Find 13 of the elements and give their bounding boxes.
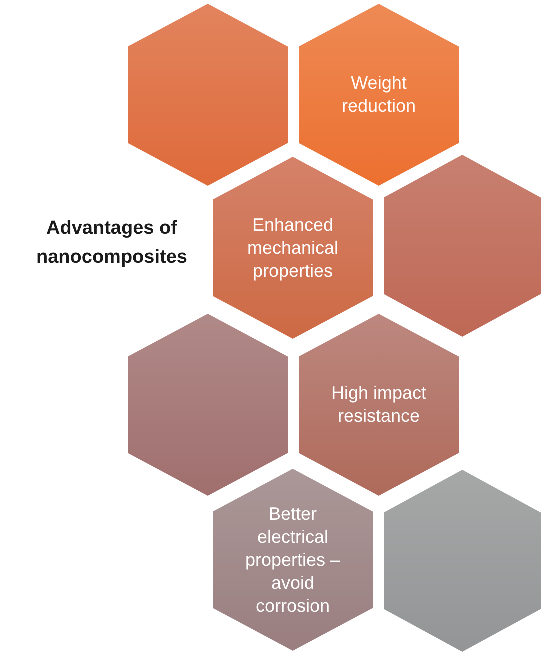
hexagon-tile bbox=[213, 469, 373, 651]
tile-label: High impact resistance bbox=[330, 382, 428, 428]
empty-hexagon bbox=[384, 470, 541, 652]
diagram-title: Advantages of nanocomposites bbox=[36, 217, 188, 270]
tile-label: Better electrical properties – avoid corrosion bbox=[244, 502, 342, 618]
hexagon-tile bbox=[299, 4, 459, 186]
hexagon-tile bbox=[213, 157, 373, 339]
hexagon-tile bbox=[299, 314, 459, 496]
empty-hexagon bbox=[128, 314, 288, 496]
empty-hexagon bbox=[384, 155, 541, 337]
tile-label: Weight reduction bbox=[340, 72, 418, 118]
tile-label: Enhanced mechanical properties bbox=[246, 214, 340, 282]
empty-hexagon bbox=[128, 4, 288, 186]
